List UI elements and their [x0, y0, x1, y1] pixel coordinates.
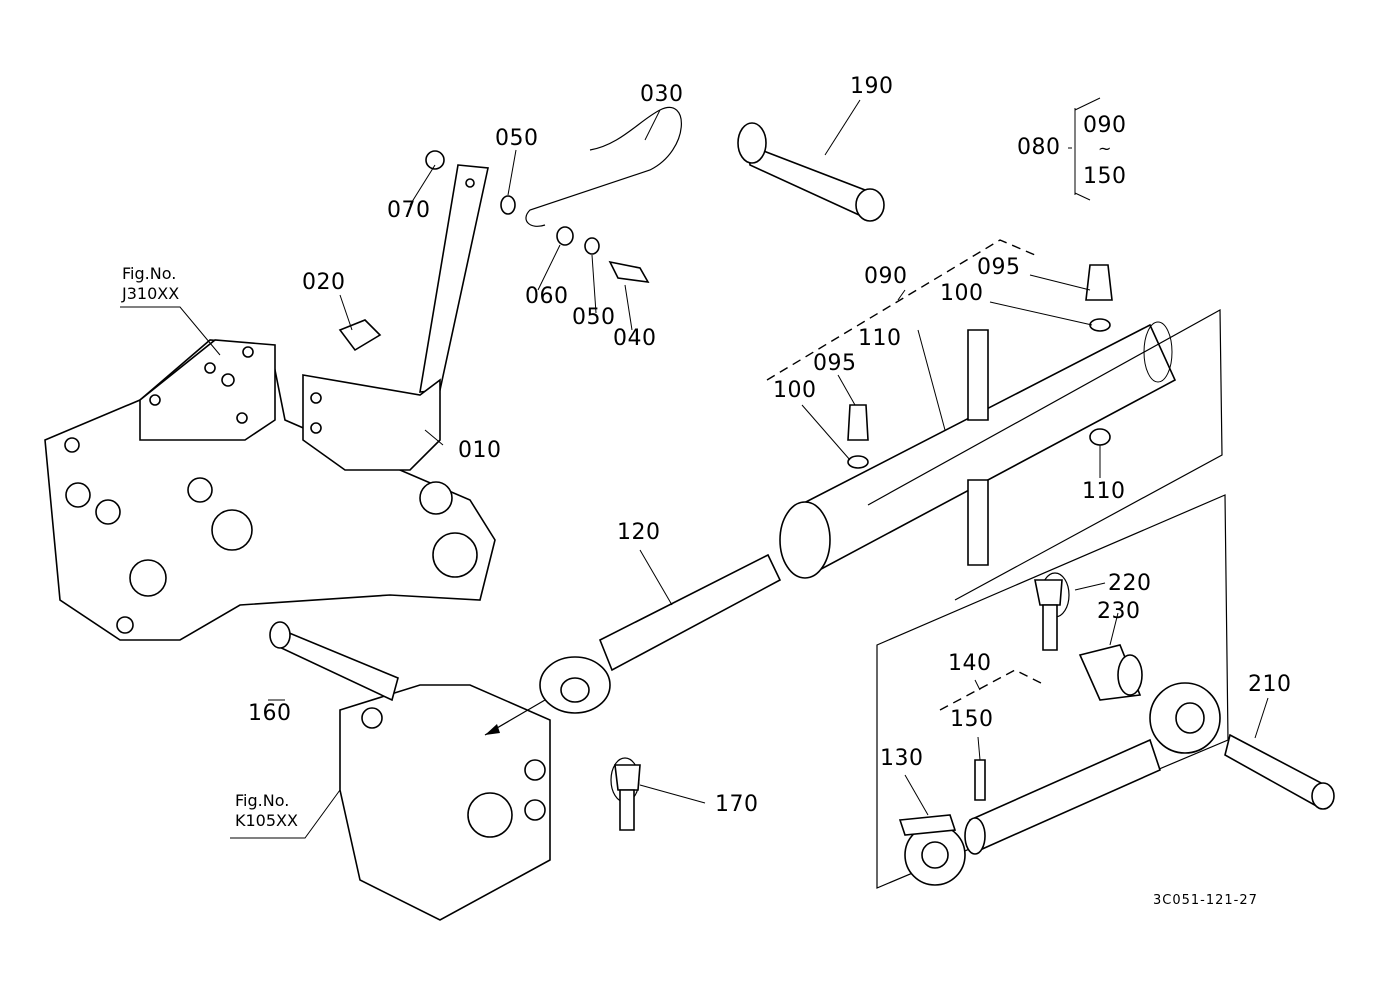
lynch-pin-220	[1034, 572, 1070, 651]
fig-ref-number: K105XX	[235, 811, 298, 830]
bracket-010	[302, 164, 489, 471]
callout-110-right: 110	[1082, 479, 1126, 504]
drawing-number: 3C051-121-27	[1153, 893, 1258, 908]
callout-210: 210	[1248, 672, 1292, 697]
leader-lines	[120, 97, 1269, 839]
callout-120: 120	[617, 520, 661, 545]
subassembly-frame	[867, 308, 1223, 601]
hitch-block	[339, 684, 551, 921]
outer-tube-090	[779, 264, 1177, 579]
collar-230	[1078, 644, 1143, 701]
callout-220: 220	[1108, 571, 1152, 596]
lynch-pin-170	[610, 757, 641, 831]
callout-080-from: 090	[1083, 113, 1127, 138]
callout-010: 010	[458, 438, 502, 463]
callout-230: 230	[1097, 599, 1141, 624]
fig-ref-number: J310XX	[122, 284, 180, 303]
callout-040: 040	[613, 326, 657, 351]
pin-190	[737, 122, 885, 222]
pin-210	[1224, 733, 1335, 810]
callout-100-right: 100	[940, 281, 984, 306]
callout-090: 090	[864, 264, 908, 289]
callout-095-left: 095	[813, 351, 857, 376]
callout-080: 080	[1017, 135, 1061, 160]
callout-070: 070	[387, 198, 431, 223]
callout-080-to: 150	[1083, 164, 1127, 189]
callout-050-lower: 050	[572, 305, 616, 330]
threaded-rod-140	[964, 682, 1221, 855]
pin-160	[269, 621, 399, 702]
callout-170: 170	[715, 792, 759, 817]
threaded-rod-120	[539, 553, 782, 714]
callout-095-right: 095	[977, 255, 1021, 280]
callout-150: 150	[950, 707, 994, 732]
callout-030: 030	[640, 82, 684, 107]
callout-100-left: 100	[773, 378, 817, 403]
assembly-bracket-090	[766, 239, 1036, 381]
fig-ref-j310xx: Fig.No. J310XX	[122, 264, 179, 304]
nut-130	[898, 814, 966, 886]
callout-110-center: 110	[858, 326, 902, 351]
callout-140: 140	[948, 651, 992, 676]
fig-ref-label: Fig.No.	[122, 264, 177, 283]
callout-060: 060	[525, 284, 569, 309]
hydraulic-housing	[44, 339, 496, 641]
assembly-bracket-140	[939, 669, 1046, 711]
fig-ref-k105xx: Fig.No. K105XX	[235, 791, 298, 831]
range-symbol: ~	[1098, 139, 1112, 158]
arrow-head	[485, 724, 500, 735]
hardware-bolts-washers	[338, 107, 682, 352]
callout-160: 160	[248, 701, 292, 726]
callout-190: 190	[850, 74, 894, 99]
callout-130: 130	[880, 746, 924, 771]
callout-050: 050	[495, 126, 539, 151]
callout-020: 020	[302, 270, 346, 295]
fig-ref-label: Fig.No.	[235, 791, 290, 810]
